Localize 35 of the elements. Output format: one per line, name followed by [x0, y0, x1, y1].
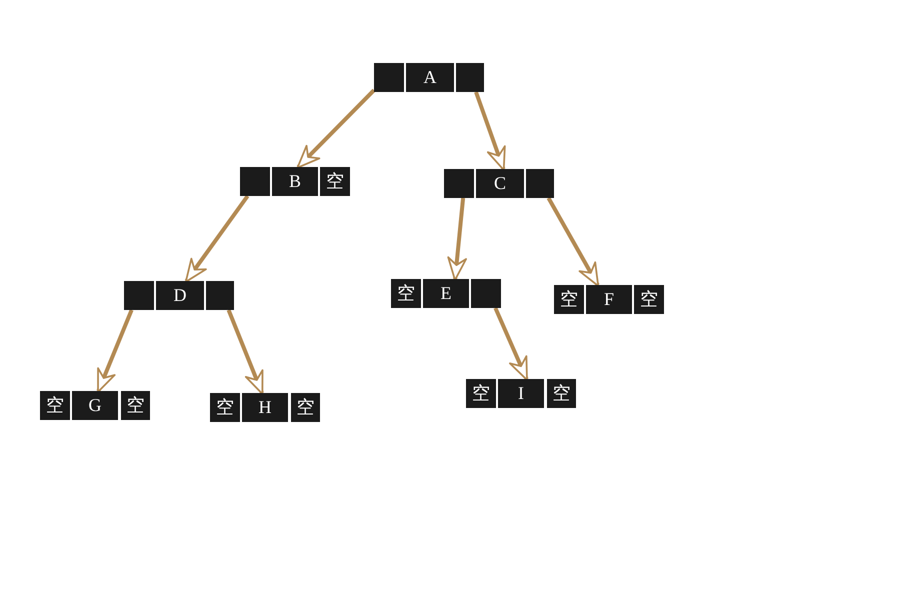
arrow [474, 91, 506, 171]
arrow [296, 88, 376, 169]
value-cell: C [476, 169, 524, 198]
arrow [494, 307, 528, 381]
pointer-cell [374, 63, 404, 92]
pointer-cell [471, 279, 501, 308]
null-pointer-cell: 空 [291, 393, 320, 422]
value-cell: G [72, 391, 118, 420]
null-pointer-cell: 空 [547, 379, 576, 408]
arrow [96, 309, 134, 393]
pointer-cell [456, 63, 484, 92]
null-pointer-cell: 空 [634, 285, 664, 314]
null-pointer-cell: 空 [210, 393, 240, 422]
value-cell: F [586, 285, 632, 314]
pointer-cell [444, 169, 474, 198]
arrow [546, 197, 600, 287]
value-cell: D [156, 281, 204, 310]
arrow [447, 198, 468, 281]
value-cell: B [272, 167, 318, 196]
arrow [184, 194, 250, 283]
value-cell: A [406, 63, 454, 92]
pointer-cell [240, 167, 270, 196]
pointer-cell [206, 281, 234, 310]
pointer-cell [124, 281, 154, 310]
value-cell: E [423, 279, 469, 308]
null-pointer-cell: 空 [466, 379, 496, 408]
null-pointer-cell: 空 [121, 391, 150, 420]
null-pointer-cell: 空 [40, 391, 70, 420]
null-pointer-cell: 空 [391, 279, 421, 308]
value-cell: I [498, 379, 544, 408]
pointer-cell [526, 169, 554, 198]
null-pointer-cell: 空 [554, 285, 584, 314]
null-pointer-cell: 空 [320, 167, 350, 196]
arrow [226, 309, 264, 395]
value-cell: H [242, 393, 288, 422]
